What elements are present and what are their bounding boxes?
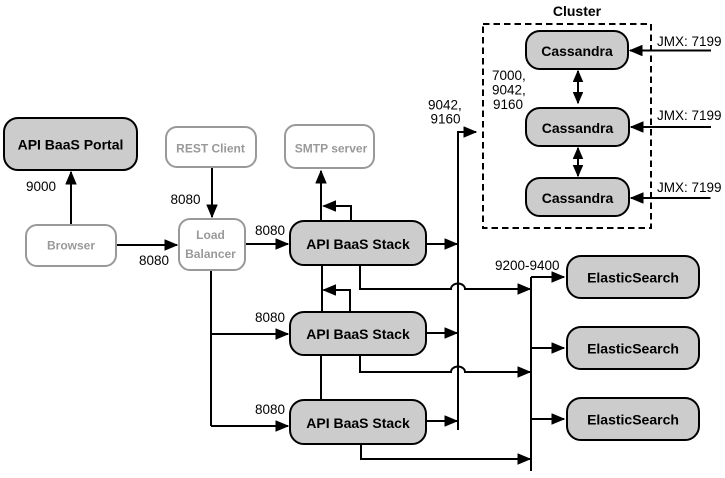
svg-text:ElasticSearch: ElasticSearch (587, 270, 679, 286)
svg-text:Cassandra: Cassandra (541, 43, 613, 59)
svg-text:Load: Load (196, 228, 225, 242)
svg-text:9042,: 9042, (492, 83, 526, 98)
svg-text:SMTP server: SMTP server (295, 142, 368, 156)
svg-text:JMX: 7199: JMX: 7199 (657, 180, 722, 195)
svg-text:Balancer: Balancer (185, 247, 236, 261)
svg-text:REST Client: REST Client (176, 142, 245, 156)
svg-text:Cassandra: Cassandra (542, 120, 614, 136)
svg-text:8080: 8080 (139, 253, 169, 268)
svg-text:Browser: Browser (47, 239, 95, 253)
svg-text:9200-9400: 9200-9400 (495, 258, 560, 273)
svg-text:API BaaS Stack: API BaaS Stack (306, 326, 410, 342)
svg-text:ElasticSearch: ElasticSearch (587, 341, 679, 357)
svg-text:9160: 9160 (431, 112, 461, 127)
svg-text:8080: 8080 (255, 223, 285, 238)
svg-text:JMX: 7199: JMX: 7199 (657, 34, 722, 49)
svg-text:Cluster: Cluster (553, 3, 602, 19)
svg-text:API BaaS Portal: API BaaS Portal (18, 137, 124, 153)
svg-text:ElasticSearch: ElasticSearch (587, 412, 679, 428)
svg-text:8080: 8080 (255, 402, 285, 417)
svg-text:9160: 9160 (493, 97, 523, 112)
svg-text:8080: 8080 (171, 192, 201, 207)
svg-text:API BaaS Stack: API BaaS Stack (306, 415, 410, 431)
svg-text:JMX: 7199: JMX: 7199 (657, 108, 722, 123)
svg-text:API BaaS Stack: API BaaS Stack (306, 236, 410, 252)
svg-text:9042,: 9042, (428, 98, 462, 113)
svg-text:8080: 8080 (255, 310, 285, 325)
svg-text:9000: 9000 (26, 179, 56, 194)
svg-text:7000,: 7000, (492, 68, 526, 83)
svg-text:Cassandra: Cassandra (542, 190, 614, 206)
